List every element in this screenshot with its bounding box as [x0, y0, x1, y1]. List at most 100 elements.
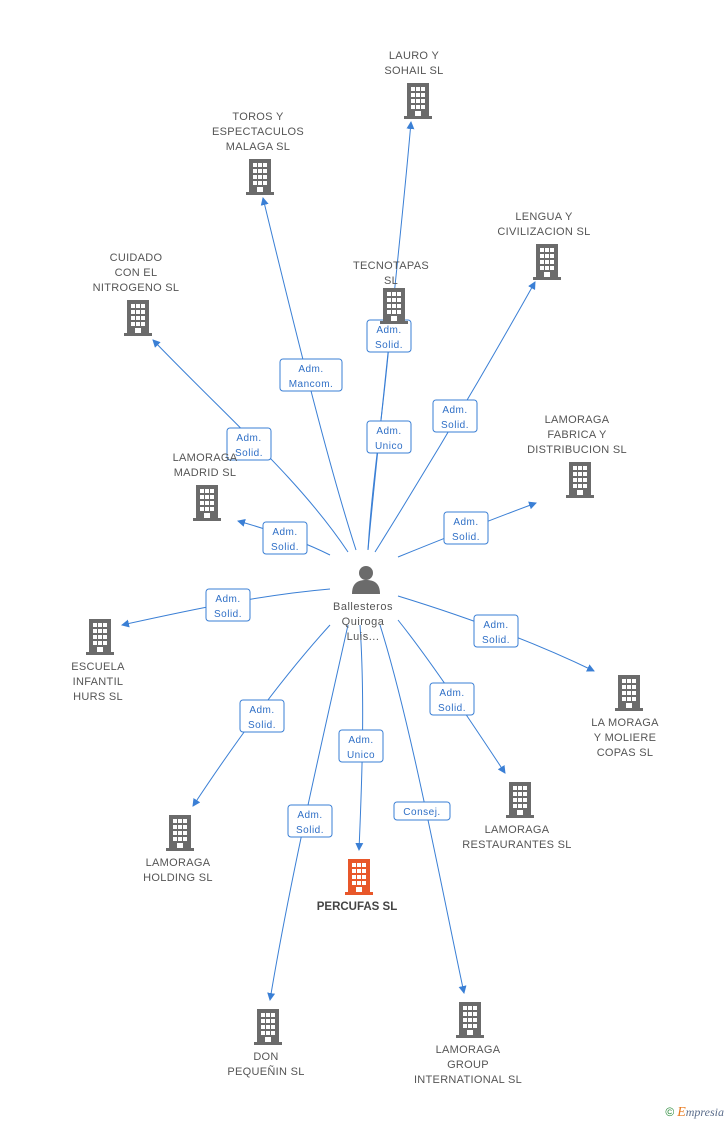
role-box — [205, 588, 251, 622]
role-box — [287, 804, 333, 838]
role-box — [429, 682, 475, 716]
company-node-escuela[interactable]: ESCUELA INFANTIL HURS SL — [71, 619, 125, 703]
role-text: Solid. — [235, 448, 263, 459]
role-box — [262, 521, 308, 555]
role-text: Adm. — [483, 620, 508, 631]
role-badge-lengua[interactable]: Adm. Solid. — [432, 399, 478, 433]
role-badge-tecnotapas[interactable]: Adm. Solid. — [366, 319, 412, 353]
person-name-line: Quiroga — [342, 616, 385, 628]
building-icon — [166, 815, 194, 851]
role-text: Unico — [347, 750, 375, 761]
company-name-line: INFANTIL — [73, 676, 124, 688]
role-text: Adm. — [272, 527, 297, 538]
role-text: Adm. — [439, 688, 464, 699]
edge-toros — [260, 197, 357, 551]
role-text: Adm. — [376, 426, 401, 437]
company-name-line: INTERNATIONAL SL — [414, 1074, 522, 1086]
role-badge-la_moraga_moliere[interactable]: Adm.Solid. — [473, 614, 519, 648]
company-node-percufas[interactable]: PERCUFAS SL — [317, 859, 398, 913]
company-name-line: LENGUA Y — [515, 211, 573, 223]
building-icon — [533, 244, 561, 280]
building-icon — [345, 859, 373, 895]
roles-layer: Adm.UnicoAdm.Mancom.Adm.Solid.Adm.Solid.… — [205, 319, 519, 838]
role-text: Adm. — [236, 433, 261, 444]
role-text: Consej. — [403, 807, 440, 818]
role-box — [473, 614, 519, 648]
role-text: Adm. — [453, 517, 478, 528]
company-name-line: ESPECTACULOS — [212, 126, 304, 138]
person-name-line: Ballesteros — [333, 601, 393, 613]
role-text: Adm. — [348, 735, 373, 746]
role-text: Solid. — [296, 825, 324, 836]
role-badge-lamoraga_madrid[interactable]: Adm.Solid. — [262, 521, 308, 555]
role-box — [432, 399, 478, 433]
brand-initial: E — [677, 1105, 686, 1120]
role-badge-escuela[interactable]: Adm.Solid. — [205, 588, 251, 622]
person-icon — [352, 566, 380, 594]
building-icon — [254, 1009, 282, 1045]
company-name-line: LAMORAGA — [485, 824, 550, 836]
role-badge-cuidado[interactable]: Adm. Solid. — [226, 427, 272, 461]
company-node-don_pequenin[interactable]: DON PEQUEÑIN SL — [227, 1009, 304, 1078]
role-box — [239, 699, 285, 733]
role-box — [443, 511, 489, 545]
company-name-line: LAMORAGA — [436, 1044, 501, 1056]
role-text: Solid. — [375, 340, 403, 351]
company-name-line: PERCUFAS SL — [317, 901, 398, 913]
role-badge-lamoraga_group[interactable]: Consej. — [393, 801, 451, 821]
role-text: Adm. — [376, 325, 401, 336]
company-name-line: HURS SL — [73, 691, 123, 703]
company-name-line: DON — [253, 1051, 278, 1063]
company-name-line: SOHAIL SL — [384, 65, 443, 77]
company-name-line: Y MOLIERE — [594, 732, 656, 744]
role-text: Solid. — [438, 703, 466, 714]
role-text: Solid. — [214, 609, 242, 620]
role-box — [393, 801, 451, 821]
company-name-line: NITROGENO SL — [93, 282, 180, 294]
building-icon — [193, 485, 221, 521]
role-badge-don_pequenin[interactable]: Adm.Solid. — [287, 804, 333, 838]
company-name-line: TECNOTAPAS — [353, 260, 429, 272]
role-text: Adm. — [442, 405, 467, 416]
role-badge-toros[interactable]: Adm.Mancom. — [279, 358, 343, 392]
company-name-line: HOLDING SL — [143, 872, 213, 884]
company-name-line: CON EL — [115, 267, 158, 279]
building-icon — [246, 159, 274, 195]
empresia-brand[interactable]: ©Empresia — [665, 1105, 724, 1121]
company-name-line: MADRID SL — [174, 467, 237, 479]
company-node-lamoraga_group[interactable]: LAMORAGA GROUP INTERNATIONAL SL — [414, 1002, 522, 1086]
role-box — [279, 358, 343, 392]
building-icon — [506, 782, 534, 818]
role-box — [366, 420, 412, 454]
role-text: Adm. — [298, 364, 323, 375]
company-name-line: GROUP — [447, 1059, 489, 1071]
role-badge-lamoraga_holding[interactable]: Adm. Solid. — [239, 699, 285, 733]
role-text: Adm. — [249, 705, 274, 716]
company-name-line: ESCUELA — [71, 661, 125, 673]
role-text: Solid. — [441, 420, 469, 431]
person-node[interactable]: BallesterosQuirogaLuis... — [333, 566, 393, 643]
building-icon — [86, 619, 114, 655]
role-badge-lamoraga_restaurantes[interactable]: Adm. Solid. — [429, 682, 475, 716]
role-box — [338, 729, 384, 763]
company-name-line: LAMORAGA — [545, 414, 610, 426]
role-text: Solid. — [248, 720, 276, 731]
role-badge-lamoraga_fabrica[interactable]: Adm. Solid. — [443, 511, 489, 545]
role-text: Solid. — [452, 532, 480, 543]
role-badge-lauro[interactable]: Adm.Unico — [366, 420, 412, 454]
company-name-line: PEQUEÑIN SL — [227, 1065, 304, 1078]
role-badge-percufas[interactable]: Adm. Unico — [338, 729, 384, 763]
company-name-line: TOROS Y — [232, 111, 284, 123]
